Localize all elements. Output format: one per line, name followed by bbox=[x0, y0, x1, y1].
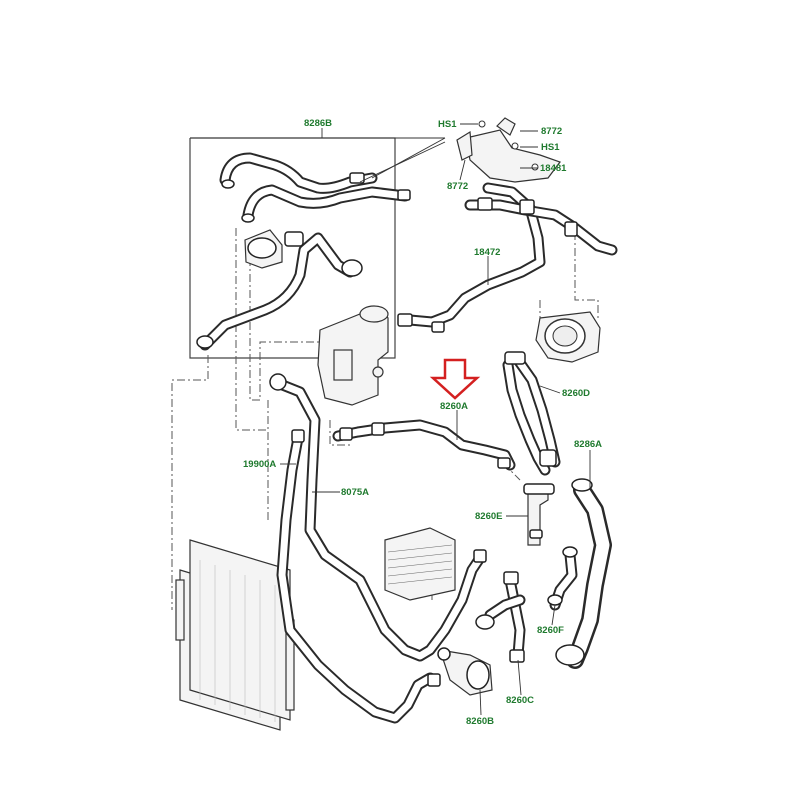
radiator bbox=[175, 539, 295, 731]
connector-8260b bbox=[437, 647, 493, 696]
label-8260c: 8260C bbox=[506, 695, 534, 706]
label-18481: 18481 bbox=[540, 163, 567, 174]
label-8260b: 8260B bbox=[466, 716, 494, 727]
label-8772-bottom: 8772 bbox=[447, 181, 468, 192]
leader-lines bbox=[280, 123, 591, 716]
hose-8260c bbox=[475, 571, 526, 663]
tee-8260e bbox=[523, 483, 555, 546]
coolant-tank bbox=[317, 305, 389, 406]
throttle-body bbox=[535, 311, 601, 363]
phantom-lines bbox=[171, 228, 599, 610]
label-8260a: 8260A bbox=[440, 401, 468, 412]
hose-19900a bbox=[276, 429, 441, 724]
label-8286b: 8286B bbox=[304, 118, 332, 129]
label-19900a: 19900A bbox=[243, 459, 276, 470]
label-8075a: 8075A bbox=[341, 487, 369, 498]
label-8260f: 8260F bbox=[537, 625, 564, 636]
label-8772-top: 8772 bbox=[541, 126, 562, 137]
hose-8260d bbox=[502, 351, 561, 476]
hose-8260f bbox=[547, 546, 578, 611]
bracket-18481 bbox=[456, 117, 561, 183]
hose-8286a bbox=[555, 478, 612, 669]
part-labels: 8286B HS1 8772 HS1 18481 8772 18472 8260… bbox=[243, 118, 602, 727]
label-hs1-top: HS1 bbox=[438, 119, 457, 130]
hose-8260a bbox=[332, 419, 516, 471]
oil-cooler bbox=[384, 527, 456, 601]
label-18472: 18472 bbox=[474, 247, 500, 258]
label-8260e: 8260E bbox=[475, 511, 502, 522]
label-8286a: 8286A bbox=[574, 439, 602, 450]
down-arrow-icon bbox=[429, 358, 481, 400]
hose-8075a bbox=[269, 373, 487, 662]
hose-8286b-lower bbox=[196, 229, 363, 351]
label-8260d: 8260D bbox=[562, 388, 590, 399]
hose-8286b-upper bbox=[219, 152, 411, 223]
label-hs1-right: HS1 bbox=[541, 142, 560, 153]
inset-box-8286b bbox=[189, 137, 445, 359]
hose-18472 bbox=[397, 182, 618, 333]
